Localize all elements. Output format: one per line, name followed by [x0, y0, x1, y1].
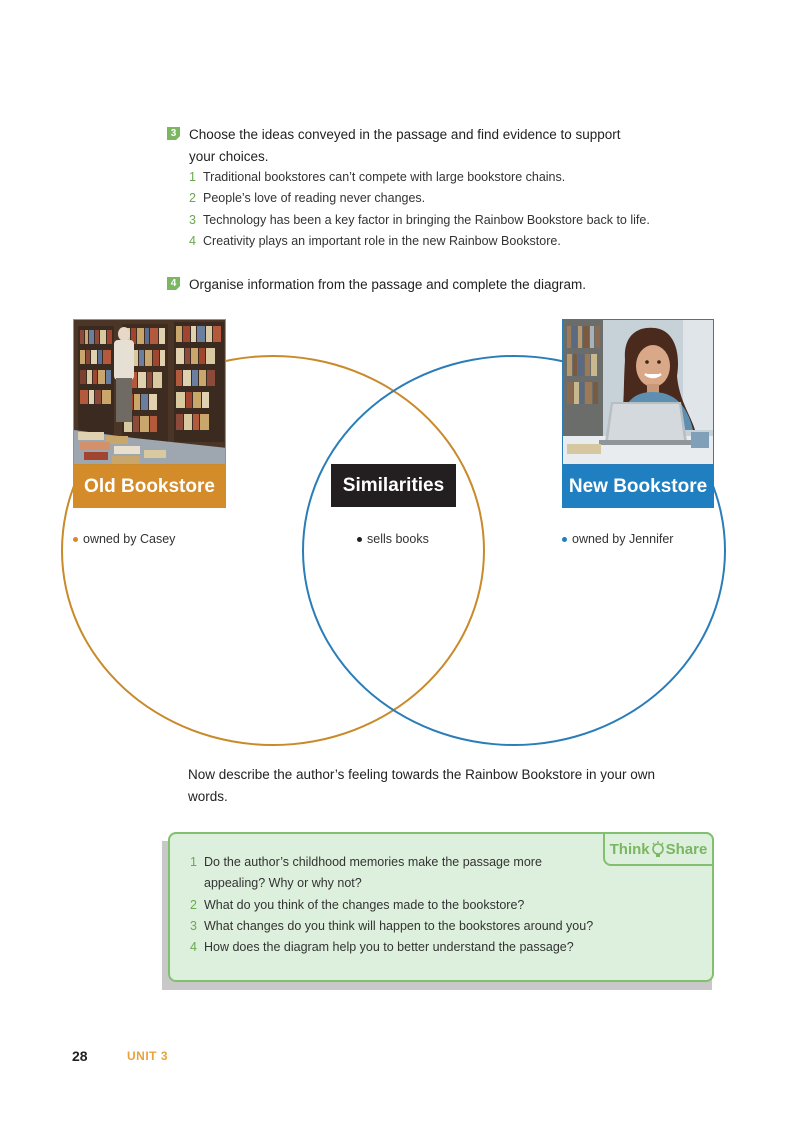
describe-prompt: Now describe the author’s feeling toward…: [188, 764, 668, 808]
section-4-heading: 4 Organise information from the passage …: [167, 274, 586, 296]
similarities-bullet: sells books: [357, 532, 429, 546]
bullet-dot-icon: [73, 537, 78, 542]
section-3-instruction: Choose the ideas conveyed in the passage…: [189, 124, 649, 168]
unit-label: UNIT 3: [127, 1049, 168, 1063]
new-bookstore-label: New Bookstore: [562, 465, 714, 508]
lightbulb-icon: [651, 840, 665, 858]
section-4-instruction: Organise information from the passage an…: [189, 274, 586, 296]
section-number-badge: 4: [167, 277, 180, 290]
section-3-heading: 3 Choose the ideas conveyed in the passa…: [167, 124, 667, 168]
think-share-tab: Think Share: [603, 832, 714, 866]
similarities-label: Similarities: [331, 464, 456, 507]
new-bookstore-photo: [562, 319, 714, 465]
section-number-badge: 3: [167, 127, 180, 140]
bullet-dot-icon: [562, 537, 567, 542]
old-bookstore-label: Old Bookstore: [73, 465, 226, 508]
old-bookstore-photo: [73, 319, 226, 465]
bullet-dot-icon: [357, 537, 362, 542]
page-number: 28: [72, 1048, 88, 1064]
old-bookstore-bullet: owned by Casey: [73, 532, 175, 546]
new-bookstore-bullet: owned by Jennifer: [562, 532, 673, 546]
